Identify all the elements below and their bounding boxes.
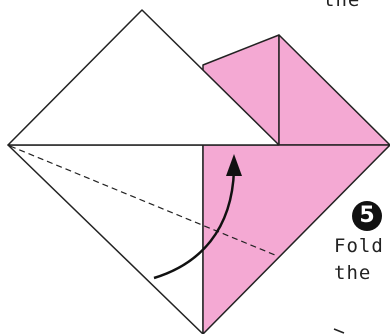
- instruction-text-top: the: [323, 0, 361, 11]
- fold-arrow-head: [226, 154, 242, 176]
- instruction-line-2: the: [334, 262, 372, 284]
- pink-lower-right: [202, 144, 390, 334]
- white-top-triangle: [7, 9, 280, 146]
- step-number-badge: 5: [352, 201, 382, 231]
- white-lower-left: [7, 144, 204, 334]
- next-arrow-mark: [333, 328, 345, 334]
- fold-arrow-curve: [153, 169, 236, 280]
- instruction-line-1: Fold: [334, 235, 384, 257]
- pink-flap-right: [278, 34, 390, 146]
- dashed-fold-line: [9, 145, 276, 256]
